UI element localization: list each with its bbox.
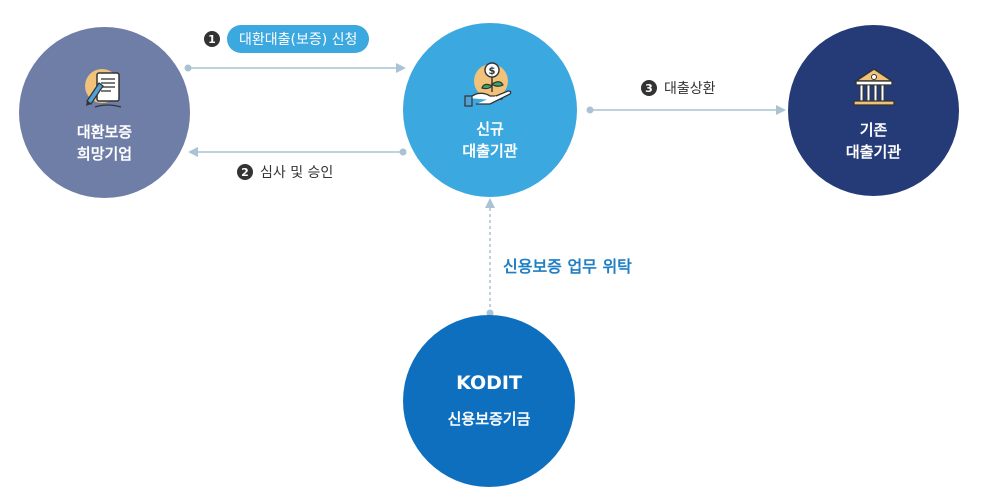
kodit-logo: KODIT <box>456 372 522 394</box>
step1-text: 대환대출(보증) 신청 <box>227 25 370 53</box>
arrow-step2 <box>188 147 407 157</box>
step3-number: 3 <box>641 80 657 96</box>
arrow-entrust <box>485 198 495 317</box>
kodit-name: 신용보증기금 <box>447 410 531 428</box>
new-lender-node: $ 신규 대출기관 <box>403 23 577 197</box>
new-lender-label-line2: 대출기관 <box>462 142 518 160</box>
new-lender-label-line1: 신규 <box>476 120 504 138</box>
step2-number: 2 <box>237 164 253 180</box>
svg-text:$: $ <box>489 66 496 77</box>
applicant-node: 대환보증 희망기업 <box>19 27 190 198</box>
arrow-step3 <box>586 105 786 115</box>
existing-lender-label-line2: 대출기관 <box>845 142 902 161</box>
step1-label: 1 대환대출(보증) 신청 <box>204 25 370 53</box>
step3-label: 3 대출상환 <box>641 78 716 98</box>
document-pen-icon <box>77 61 133 117</box>
applicant-label-line2: 희망기업 <box>76 144 133 163</box>
kodit-node: KODIT 신용보증기금 <box>403 315 575 487</box>
step1-number: 1 <box>204 31 220 47</box>
step2-text: 심사 및 승인 <box>260 165 334 181</box>
existing-lender-label-line1: 기존 <box>859 120 888 139</box>
arrow-step1 <box>184 63 406 73</box>
hand-money-plant-icon: $ <box>462 58 518 114</box>
step2-label: 2 심사 및 승인 <box>237 162 333 182</box>
bank-building-icon <box>846 59 902 115</box>
existing-lender-node: 기존 대출기관 <box>788 25 959 196</box>
entrust-label: 신용보증 업무 위탁 <box>503 257 632 276</box>
applicant-label-line1: 대환보증 <box>76 122 133 141</box>
step3-text: 대출상환 <box>664 81 716 97</box>
